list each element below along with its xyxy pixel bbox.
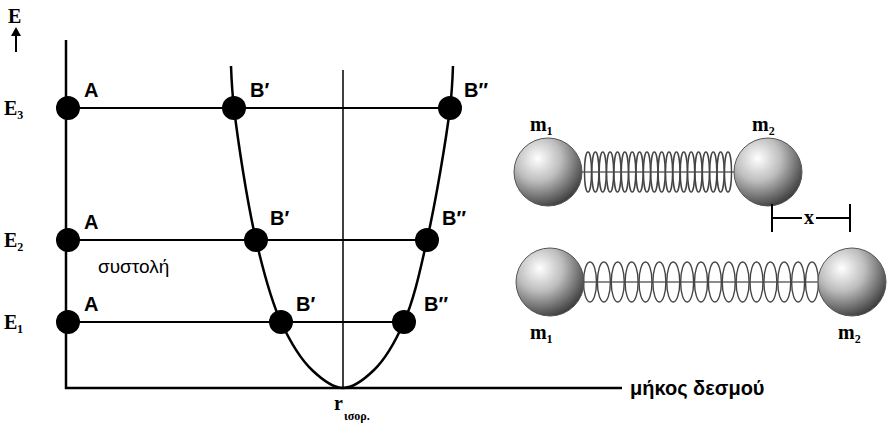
energy-level-line xyxy=(68,107,450,109)
axis-label: E xyxy=(8,4,21,28)
compressed-spring xyxy=(580,152,736,192)
mass-ball xyxy=(514,138,582,206)
mass-label: m₁ xyxy=(530,112,553,136)
point-label: B″ xyxy=(424,292,448,316)
level-dot xyxy=(56,228,80,252)
level-dot xyxy=(222,96,246,120)
level-dot xyxy=(269,310,293,334)
y-axis xyxy=(65,40,68,389)
level-dot xyxy=(415,228,439,252)
dimension-label: x xyxy=(802,205,816,229)
axis-label: μήκος δεσμού xyxy=(630,376,765,400)
point-label: A xyxy=(84,78,98,102)
energy-arrow xyxy=(15,34,17,52)
energy-level-line xyxy=(68,321,404,323)
level-dot xyxy=(244,228,268,252)
level-dot xyxy=(56,310,80,334)
equilibrium-line xyxy=(342,70,344,388)
subscript-label: ισορ. xyxy=(344,409,370,423)
mass-label: m₂ xyxy=(838,320,861,344)
region-label: συστολή xyxy=(98,256,169,279)
potential-curve xyxy=(231,66,453,388)
mass-ball xyxy=(516,248,584,316)
mass-ball xyxy=(734,138,802,206)
energy-arrowhead xyxy=(11,27,21,36)
point-label: A xyxy=(84,210,98,234)
point-label: B″ xyxy=(464,78,488,102)
point-label: B′ xyxy=(250,78,269,102)
level-dot xyxy=(392,310,416,334)
axis-tick-label: r xyxy=(334,391,343,415)
stretched-spring xyxy=(582,262,820,302)
level-dot xyxy=(438,96,462,120)
level-label: E₂ xyxy=(4,228,23,252)
point-label: B′ xyxy=(296,292,315,316)
level-dot xyxy=(56,96,80,120)
level-label: E₁ xyxy=(4,310,23,334)
point-label: A xyxy=(84,292,98,316)
point-label: B′ xyxy=(270,206,289,230)
level-label: E₃ xyxy=(4,96,23,120)
mass-label: m₂ xyxy=(752,112,775,136)
point-label: B″ xyxy=(442,206,466,230)
mass-ball xyxy=(818,248,886,316)
mass-label: m₁ xyxy=(530,320,553,344)
